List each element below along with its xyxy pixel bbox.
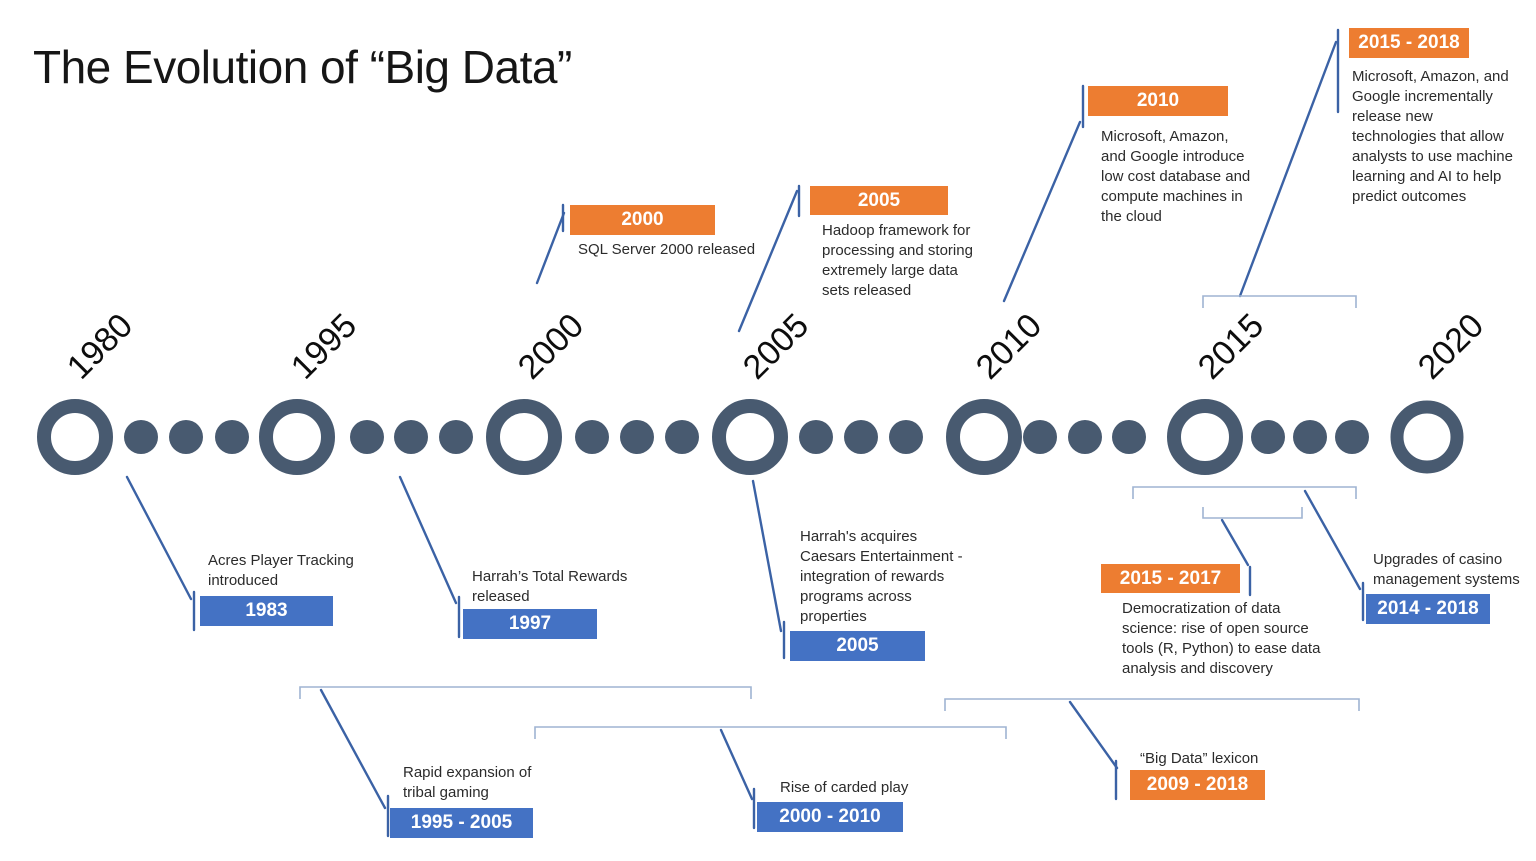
year-badge-ml-ai: 2015 - 2018 bbox=[1349, 28, 1469, 58]
bracket-1995-2005 bbox=[299, 686, 752, 699]
connector-carded bbox=[719, 728, 756, 830]
timeline-rings bbox=[37, 399, 1464, 475]
bracket-2000-2010 bbox=[534, 726, 1007, 739]
bracket-2015-2018-top bbox=[1202, 295, 1357, 308]
year-badge-sql2000: 2000 bbox=[570, 205, 715, 235]
year-badge-acres: 1983 bbox=[200, 596, 333, 626]
year-badge-cloud: 2010 bbox=[1088, 86, 1228, 116]
connector-tribal bbox=[319, 688, 390, 838]
connector-ml-ai bbox=[1238, 28, 1340, 298]
event-text-casino-mgmt: Upgrades of casino management systems bbox=[1373, 551, 1520, 588]
ring-2010 bbox=[946, 399, 1022, 475]
event-text-acres: Acres Player Tracking introduced bbox=[208, 552, 354, 589]
timeline-dots bbox=[124, 420, 1369, 454]
page-title: The Evolution of “Big Data” bbox=[33, 41, 572, 93]
bracket-2009-2018 bbox=[944, 698, 1360, 711]
event-text-sql2000: SQL Server 2000 released bbox=[578, 241, 756, 258]
year-badge-caesars: 2005 bbox=[790, 631, 925, 661]
connector-hadoop bbox=[737, 184, 801, 333]
ring-2005 bbox=[712, 399, 788, 475]
ring-1995 bbox=[259, 399, 335, 475]
year-badge-hadoop: 2005 bbox=[810, 186, 948, 215]
ring-2015 bbox=[1167, 399, 1243, 475]
bracket-2014-2018 bbox=[1132, 486, 1357, 499]
event-text-caesars: Harrah's acquires Caesars Entertainment … bbox=[800, 528, 963, 625]
connector-casino-mgmt bbox=[1303, 489, 1365, 622]
ring-1980 bbox=[37, 399, 113, 475]
year-badge-data-science: 2015 - 2017 bbox=[1101, 564, 1240, 593]
connector-caesars bbox=[751, 479, 786, 660]
connector-total-rewards bbox=[398, 475, 461, 639]
connector-sql2000 bbox=[535, 203, 566, 285]
event-text-carded: Rise of carded play bbox=[780, 779, 909, 796]
ring-2000 bbox=[486, 399, 562, 475]
connector-lexicon bbox=[1068, 700, 1119, 801]
ring-2020 bbox=[1390, 400, 1464, 474]
year-badge-total-rewards: 1997 bbox=[463, 609, 597, 639]
year-badge-tribal: 1995 - 2005 bbox=[390, 808, 533, 838]
bracket-2015-2017 bbox=[1202, 507, 1303, 519]
event-text-lexicon: “Big Data” lexicon bbox=[1140, 750, 1259, 767]
event-text-data-science: Democratization of data science: rise of… bbox=[1122, 600, 1321, 677]
year-badge-casino-mgmt: 2014 - 2018 bbox=[1366, 594, 1490, 624]
connector-data-science bbox=[1220, 518, 1252, 597]
event-text-ml-ai: Microsoft, Amazon, and Google incrementa… bbox=[1352, 68, 1513, 205]
year-badge-lexicon: 2009 - 2018 bbox=[1130, 770, 1265, 800]
connector-cloud bbox=[1002, 84, 1085, 303]
event-text-total-rewards: Harrah’s Total Rewards released bbox=[472, 568, 628, 605]
year-badge-carded: 2000 - 2010 bbox=[757, 802, 903, 832]
event-text-cloud: Microsoft, Amazon, and Google introduce … bbox=[1101, 128, 1251, 225]
event-text-hadoop: Hadoop framework for processing and stor… bbox=[822, 222, 973, 299]
event-text-tribal: Rapid expansion of tribal gaming bbox=[403, 764, 532, 801]
connector-acres bbox=[125, 475, 196, 632]
connector-lines bbox=[125, 28, 1365, 838]
range-brackets bbox=[299, 295, 1360, 739]
